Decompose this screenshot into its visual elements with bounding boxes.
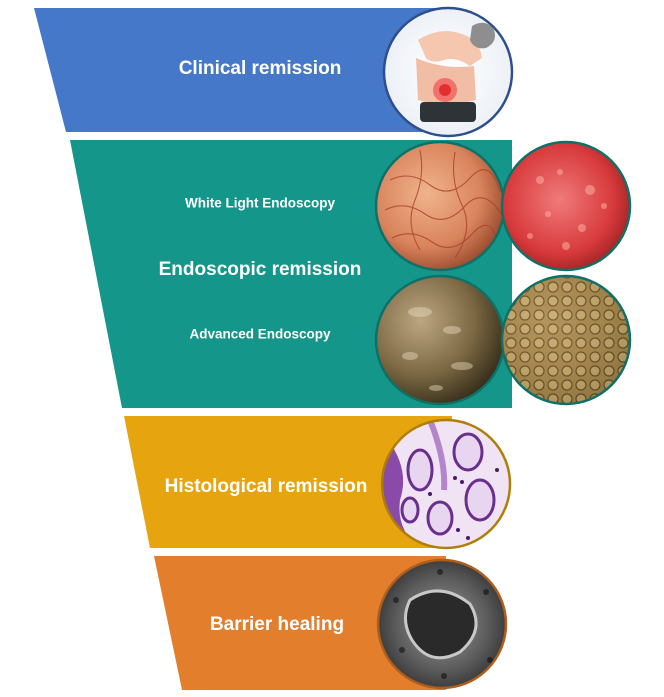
stage-label-barrier-healing: Barrier healing [209, 614, 345, 635]
stage-label-clinical-remission: Clinical remission [178, 58, 342, 79]
confocal-endomicroscopy-image [376, 558, 508, 690]
abdominal-pain-illustration-image [382, 6, 514, 138]
advanced-endoscopy-image-1 [374, 274, 506, 406]
sublabel-advanced-endoscopy: Advanced Endoscopy [189, 326, 331, 342]
band-histological [124, 416, 452, 548]
stage-label-endoscopic-remission: Endoscopic remission [158, 259, 362, 280]
white-light-endoscopy-image-1 [374, 140, 506, 272]
sublabel-white-light-endoscopy: White Light Endoscopy [185, 195, 335, 211]
band-barrier [154, 556, 446, 690]
histology-image [380, 418, 512, 550]
stage-label-histological-remission: Histological remission [164, 476, 368, 497]
advanced-endoscopy-image-2 [500, 274, 632, 406]
band-clinical [34, 8, 446, 132]
white-light-endoscopy-image-2 [500, 140, 632, 272]
